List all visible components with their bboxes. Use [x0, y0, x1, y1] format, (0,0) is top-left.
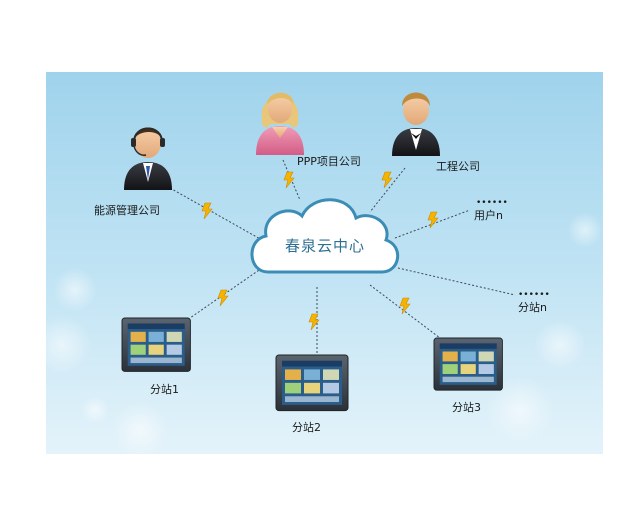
node-engineering-label: 工程公司 [436, 160, 480, 173]
node-station2: 分站2 [275, 354, 349, 434]
link-station1 [189, 267, 263, 319]
link-engineering [369, 167, 406, 213]
user-n-ellipsis: •••••• [476, 198, 508, 208]
node-energy-label: 能源管理公司 [94, 203, 160, 217]
business-man-icon [392, 92, 440, 156]
support-agent-icon [124, 127, 172, 190]
node-station-n-label: 分站n [518, 300, 547, 314]
node-user-n: •••••• 用户n [474, 198, 508, 222]
node-energy: 能源管理公司 [94, 127, 172, 217]
node-station1: 分站1 [121, 317, 191, 396]
touch-panel-icon [121, 317, 191, 372]
touch-panel-icon [275, 354, 349, 412]
touch-panel-icon [433, 337, 503, 391]
cloud-center: 春泉云中心 [250, 198, 399, 274]
node-user-n-label: 用户n [474, 208, 503, 222]
node-station1-label: 分站1 [150, 382, 179, 396]
bokeh-decoration [32, 212, 603, 458]
link-station-n [397, 267, 516, 296]
node-station-n: •••••• 分站n [518, 290, 550, 314]
node-station3: 分站3 [433, 337, 503, 414]
cloud-label: 春泉云中心 [285, 237, 365, 255]
link-energy [169, 187, 263, 241]
node-engineering: 工程公司 [392, 92, 480, 173]
cloud-icon [250, 198, 399, 274]
station-n-ellipsis: •••••• [518, 290, 550, 300]
business-woman-icon [256, 92, 304, 155]
node-station2-label: 分站2 [292, 420, 321, 434]
node-ppp: PPP项目公司 [256, 92, 361, 168]
link-station3 [369, 284, 441, 339]
node-ppp-label: PPP项目公司 [297, 155, 361, 168]
node-station3-label: 分站3 [452, 400, 481, 414]
